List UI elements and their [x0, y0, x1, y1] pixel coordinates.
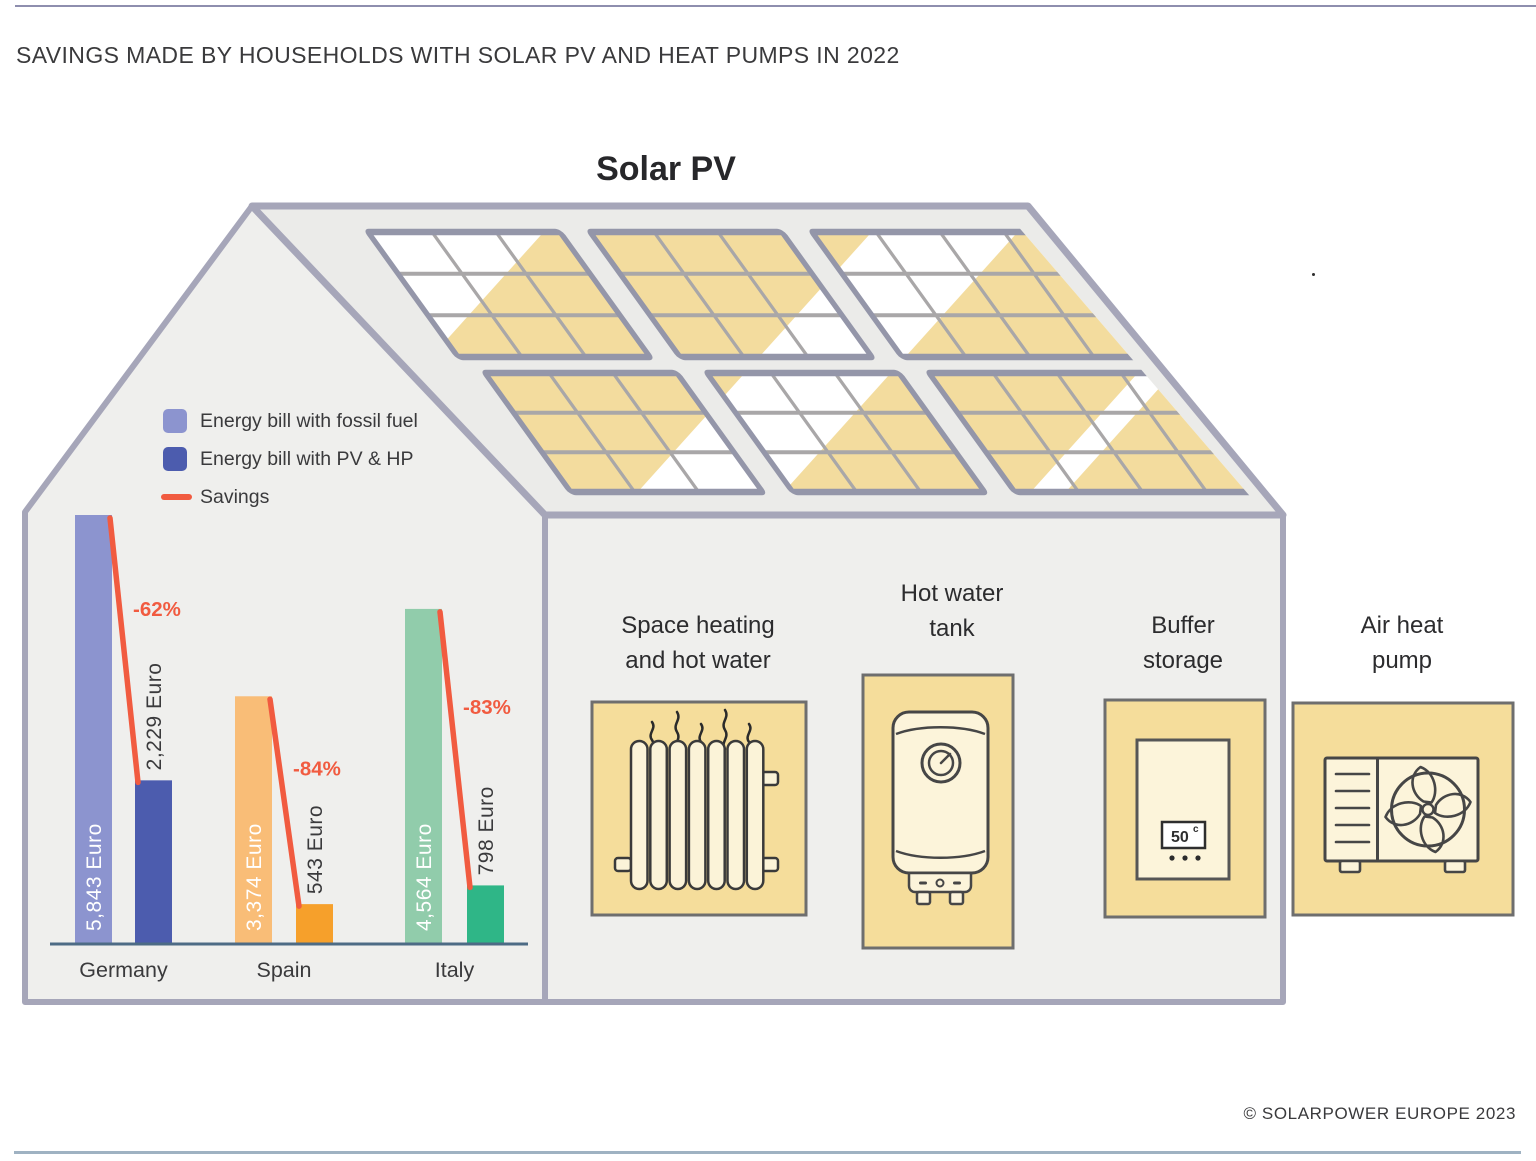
buffer-storage-label: Buffer storage: [1142, 612, 1224, 674]
pvhp-swatch-icon: [163, 447, 187, 471]
radiator-icon: [613, 708, 780, 891]
fossil-swatch-icon: [163, 409, 187, 433]
savings-line-icon: [161, 494, 192, 500]
page-title: SAVINGS MADE BY HOUSEHOLDS WITH SOLAR PV…: [16, 42, 900, 68]
buffer-tank-icon: 50 c: [1135, 738, 1231, 881]
legend-item-savings: Savings: [161, 484, 418, 510]
hot-water-tank-label: Hot water tank: [900, 580, 1004, 642]
bottom-rule: [14, 1151, 1521, 1154]
stray-dot: [1312, 273, 1315, 276]
savings-line-spain: [267, 696, 302, 909]
chart-legend: Energy bill with fossil fuel Energy bill…: [161, 408, 418, 522]
savings-pct-germany: -62%: [133, 598, 181, 621]
space-heating-box: [590, 700, 808, 917]
value-fossil-germany: 5,843 Euro: [83, 823, 106, 931]
air-heat-pump-label: Air heat pump: [1360, 612, 1444, 674]
bar-pvhp-italy: [467, 885, 504, 944]
category-label-italy: Italy: [435, 958, 475, 982]
savings-pct-spain: -84%: [293, 757, 341, 780]
savings-line-italy: [437, 609, 473, 891]
legend-item-fossil: Energy bill with fossil fuel: [163, 408, 418, 434]
legend-item-pvhp: Energy bill with PV & HP: [163, 446, 418, 472]
savings-line-germany: [107, 515, 141, 786]
value-pvhp-spain: 543 Euro: [304, 805, 327, 894]
buffer-temp-value: 50: [1171, 829, 1189, 846]
category-label-spain: Spain: [257, 958, 312, 982]
air-heat-pump-box: [1291, 701, 1515, 917]
roof-title: Solar PV: [596, 150, 736, 188]
space-heating-label: Space heating and hot water: [621, 612, 775, 674]
bar-fossil-germany: [75, 515, 112, 944]
legend-label: Energy bill with PV & HP: [200, 447, 414, 470]
savings-pct-italy: -83%: [463, 696, 511, 719]
value-pvhp-germany: 2,229 Euro: [143, 663, 166, 771]
buffer-temp-unit: c: [1193, 824, 1199, 835]
bar-pvhp-spain: [296, 904, 333, 944]
bar-pvhp-germany: [135, 780, 172, 944]
buffer-storage-box: 50 c: [1103, 698, 1267, 919]
copyright: © SOLARPOWER EUROPE 2023: [1243, 1104, 1516, 1123]
value-fossil-italy: 4,564 Euro: [413, 823, 436, 931]
bar-fossil-spain: [235, 696, 272, 944]
bar-fossil-italy: [405, 608, 442, 944]
legend-label: Savings: [200, 485, 270, 508]
top-rule: [15, 5, 1536, 7]
water-tank-icon: [891, 710, 990, 906]
value-pvhp-italy: 798 Euro: [475, 786, 498, 875]
heat-pump-icon: [1323, 756, 1480, 874]
hot-water-tank-box: [861, 673, 1015, 950]
category-label-germany: Germany: [79, 958, 168, 982]
legend-label: Energy bill with fossil fuel: [200, 409, 418, 432]
value-fossil-spain: 3,374 Euro: [243, 823, 266, 931]
